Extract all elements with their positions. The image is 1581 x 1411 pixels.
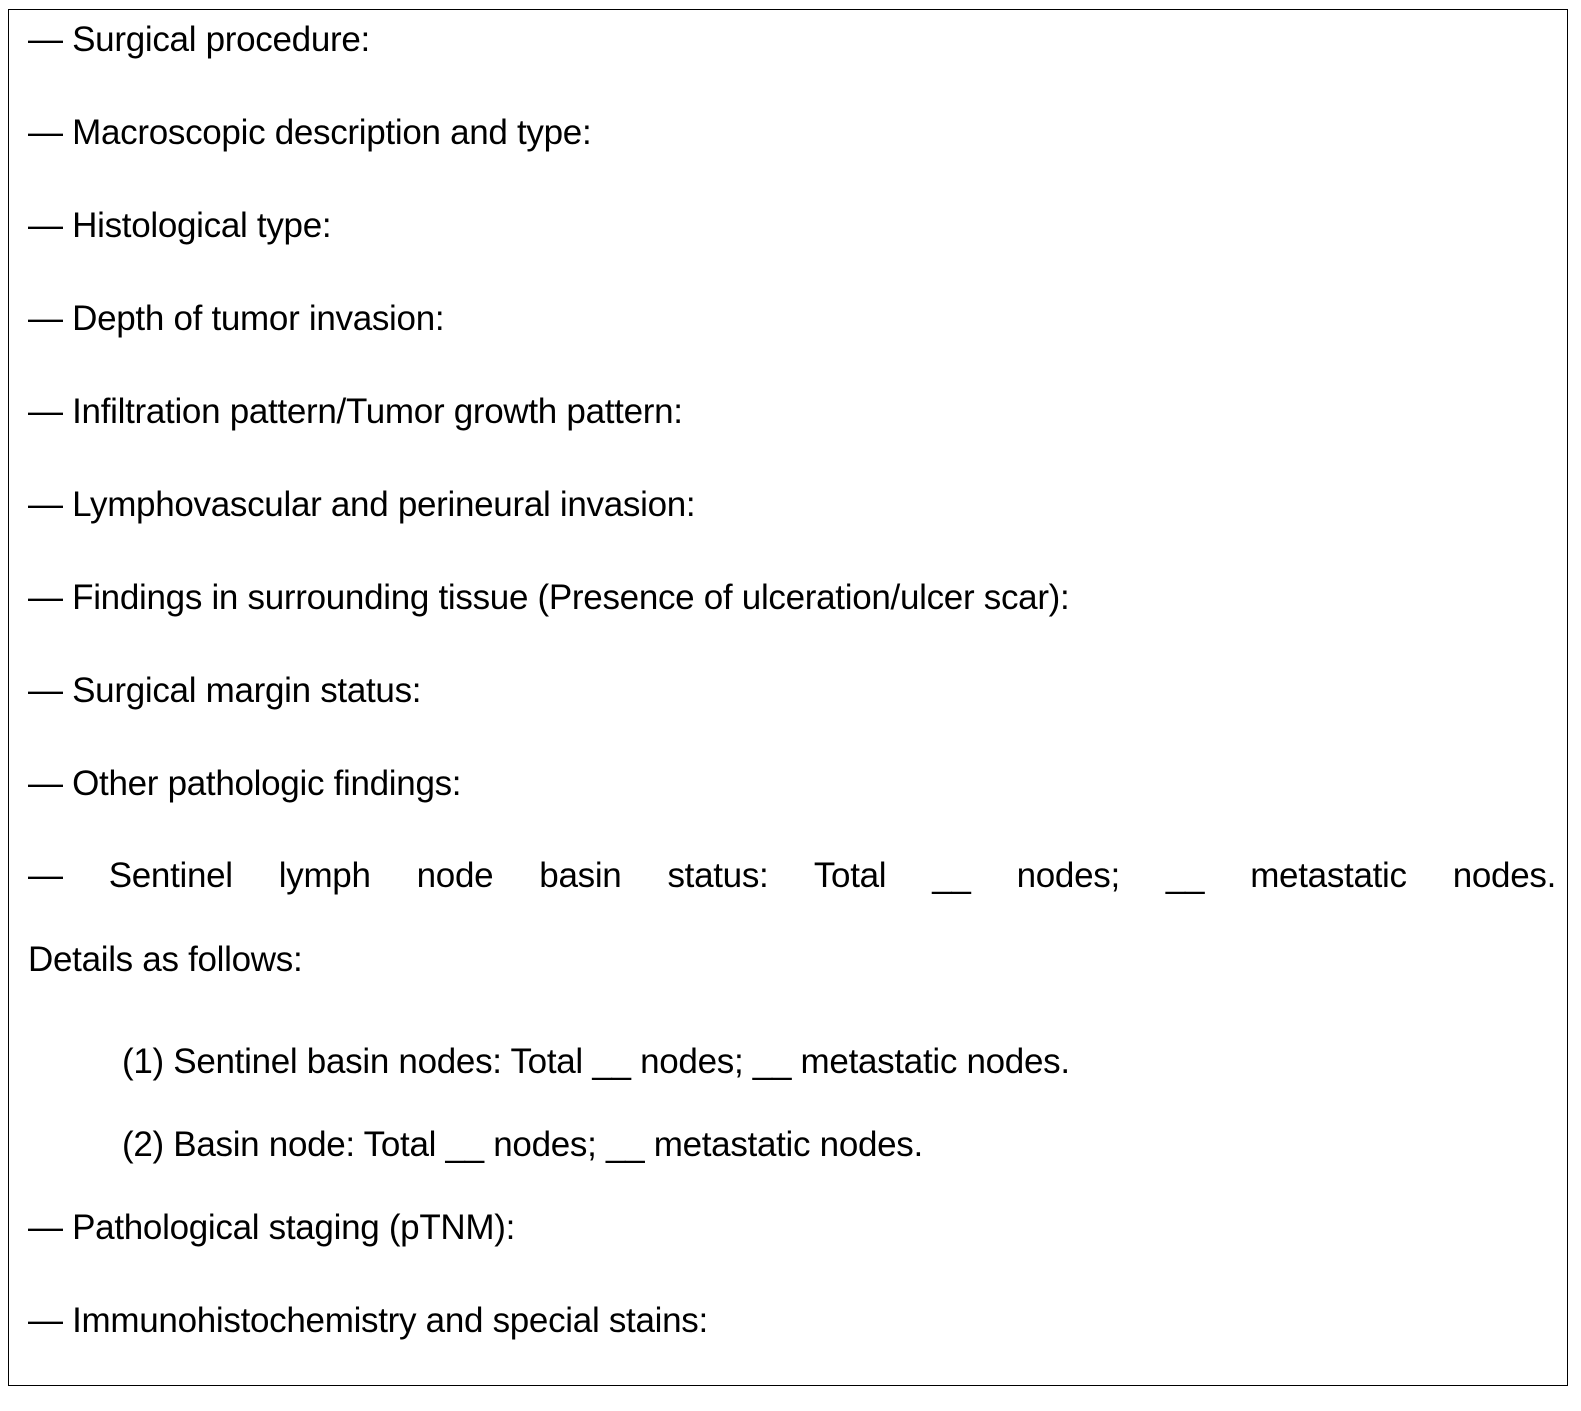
field-other-findings: — Other pathologic findings:	[28, 764, 462, 803]
field-surrounding-tissue: — Findings in surrounding tissue (Presen…	[28, 578, 1070, 617]
field-sentinel-basin-nodes: (1) Sentinel basin nodes: Total __ nodes…	[122, 1042, 1070, 1081]
field-immunohistochemistry: — Immunohistochemistry and special stain…	[28, 1301, 708, 1340]
details-label: Details as follows:	[28, 940, 303, 979]
field-macroscopic-description: — Macroscopic description and type:	[28, 113, 592, 152]
field-pathological-staging: — Pathological staging (pTNM):	[28, 1208, 516, 1247]
field-surgical-procedure: — Surgical procedure:	[28, 20, 370, 59]
field-lymphovascular-invasion: — Lymphovascular and perineural invasion…	[28, 485, 696, 524]
field-infiltration-pattern: — Infiltration pattern/Tumor growth patt…	[28, 392, 683, 431]
field-surgical-margin: — Surgical margin status:	[28, 671, 422, 710]
field-histological-type: — Histological type:	[28, 206, 332, 245]
field-basin-node: (2) Basin node: Total __ nodes; __ metas…	[122, 1125, 923, 1164]
report-form-box	[8, 9, 1568, 1386]
field-sentinel-lymph-node: — Sentinel lymph node basin status: Tota…	[28, 856, 1556, 895]
field-depth-of-invasion: — Depth of tumor invasion:	[28, 299, 445, 338]
